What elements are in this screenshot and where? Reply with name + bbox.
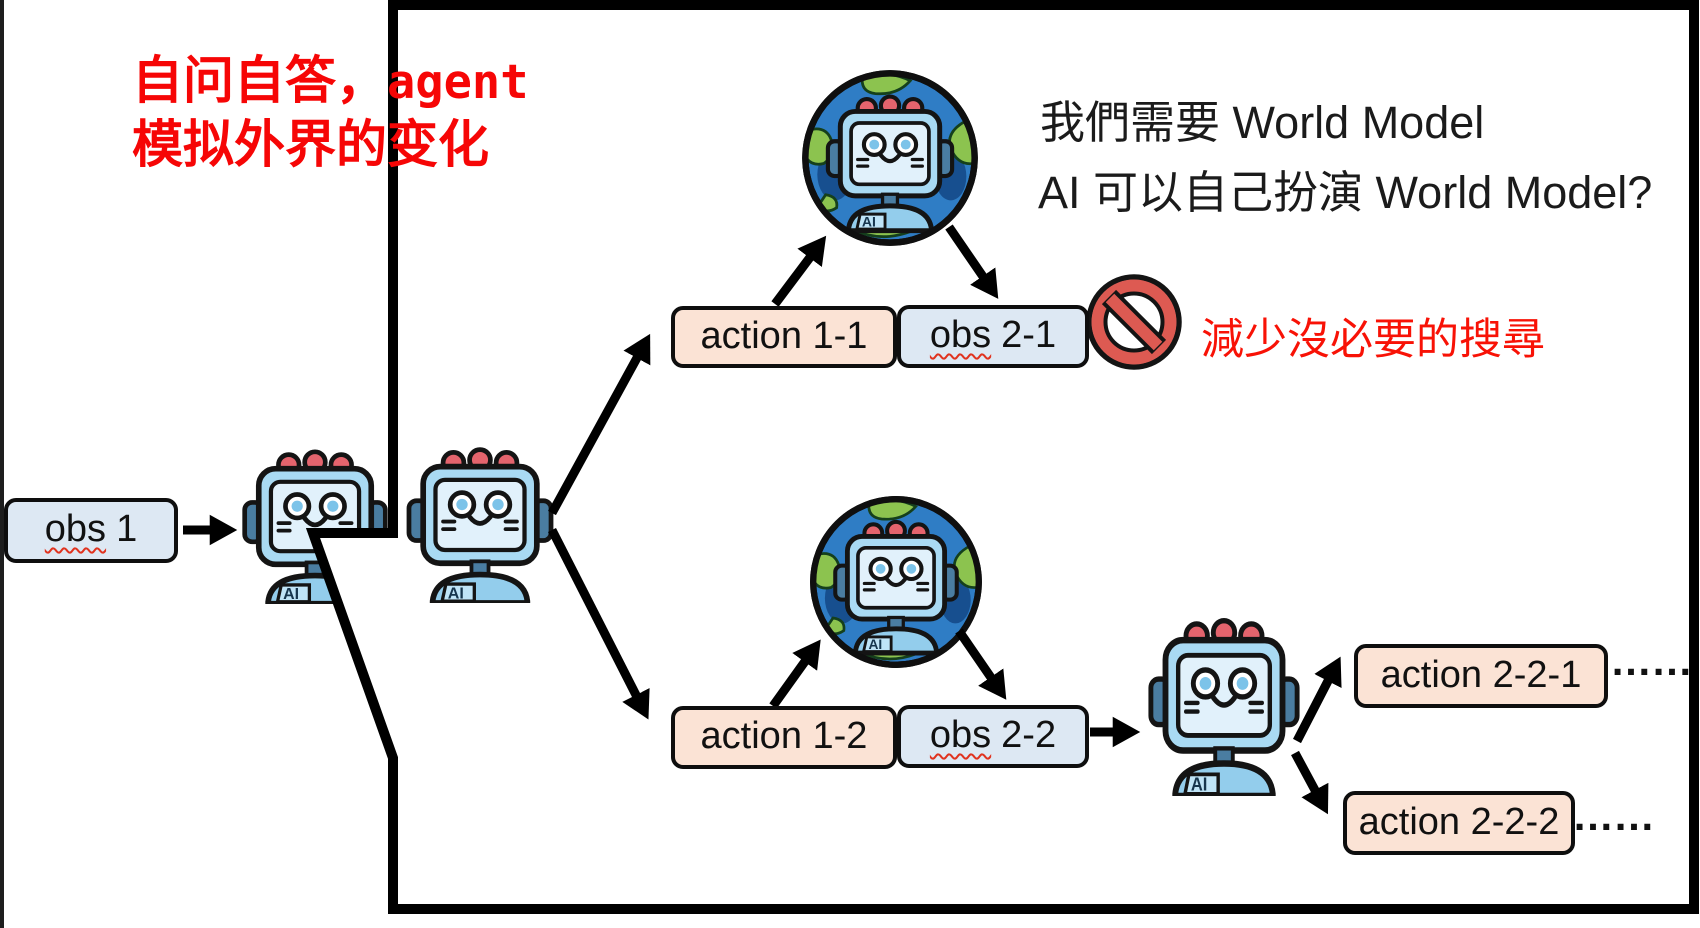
title-annotation-line-1: 自问自答，agent bbox=[132, 52, 529, 110]
no-search-note: 減少沒必要的搜尋 bbox=[1201, 316, 1545, 364]
node-action-2-2-2-label: action 2-2-2 bbox=[1358, 800, 1560, 843]
ellipsis-after-action-2-2-2: …… bbox=[1572, 792, 1655, 839]
node-obs-2-2-word: obs bbox=[929, 714, 992, 756]
title-annotation: 自问自答，agent 模拟外界的变化 bbox=[132, 50, 529, 176]
node-action-2-2-2: action 2-2-2 bbox=[1343, 791, 1575, 855]
arrow-action-1-1-to-world-model bbox=[771, 235, 827, 307]
robot-agent-icon-2 bbox=[404, 442, 556, 603]
node-action-2-2-1-label: action 2-2-1 bbox=[1380, 653, 1582, 696]
title-annotation-line-2: 模拟外界的变化 bbox=[132, 116, 490, 173]
node-action-2-2-1: action 2-2-1 bbox=[1354, 644, 1608, 708]
node-obs-2-1-num: 2-1 bbox=[1001, 314, 1057, 356]
node-action-1-2: action 1-2 bbox=[671, 706, 897, 769]
robot-agent-icon-3 bbox=[1146, 612, 1302, 796]
question-line-2: AI 可以自己扮演 World Model? bbox=[1038, 167, 1653, 218]
node-action-1-2-label: action 1-2 bbox=[700, 715, 868, 757]
ellipsis-after-action-2-2-1: …… bbox=[1610, 637, 1693, 684]
world-model-robot-icon-2 bbox=[810, 496, 982, 668]
world-model-robot-icon-1 bbox=[802, 70, 978, 246]
no-entry-icon bbox=[1086, 274, 1182, 370]
arrow-agent-to-action-1-2 bbox=[547, 527, 650, 720]
node-obs-1-word: obs bbox=[44, 508, 107, 550]
question-line-1: 我們需要 World Model bbox=[1040, 97, 1485, 148]
node-obs-2-1-word: obs bbox=[929, 314, 992, 356]
robot-agent-icon-1 bbox=[240, 444, 390, 604]
screen-left-edge-line bbox=[0, 0, 4, 928]
node-action-1-1: action 1-1 bbox=[671, 306, 897, 368]
node-action-1-1-label: action 1-1 bbox=[700, 314, 868, 357]
arrow-agent-to-action-1-1 bbox=[548, 333, 651, 516]
node-obs-1-num: 1 bbox=[116, 508, 138, 550]
node-obs-2-2-num: 2-2 bbox=[1001, 714, 1057, 756]
arrow-action-1-2-to-world-model bbox=[769, 639, 821, 709]
